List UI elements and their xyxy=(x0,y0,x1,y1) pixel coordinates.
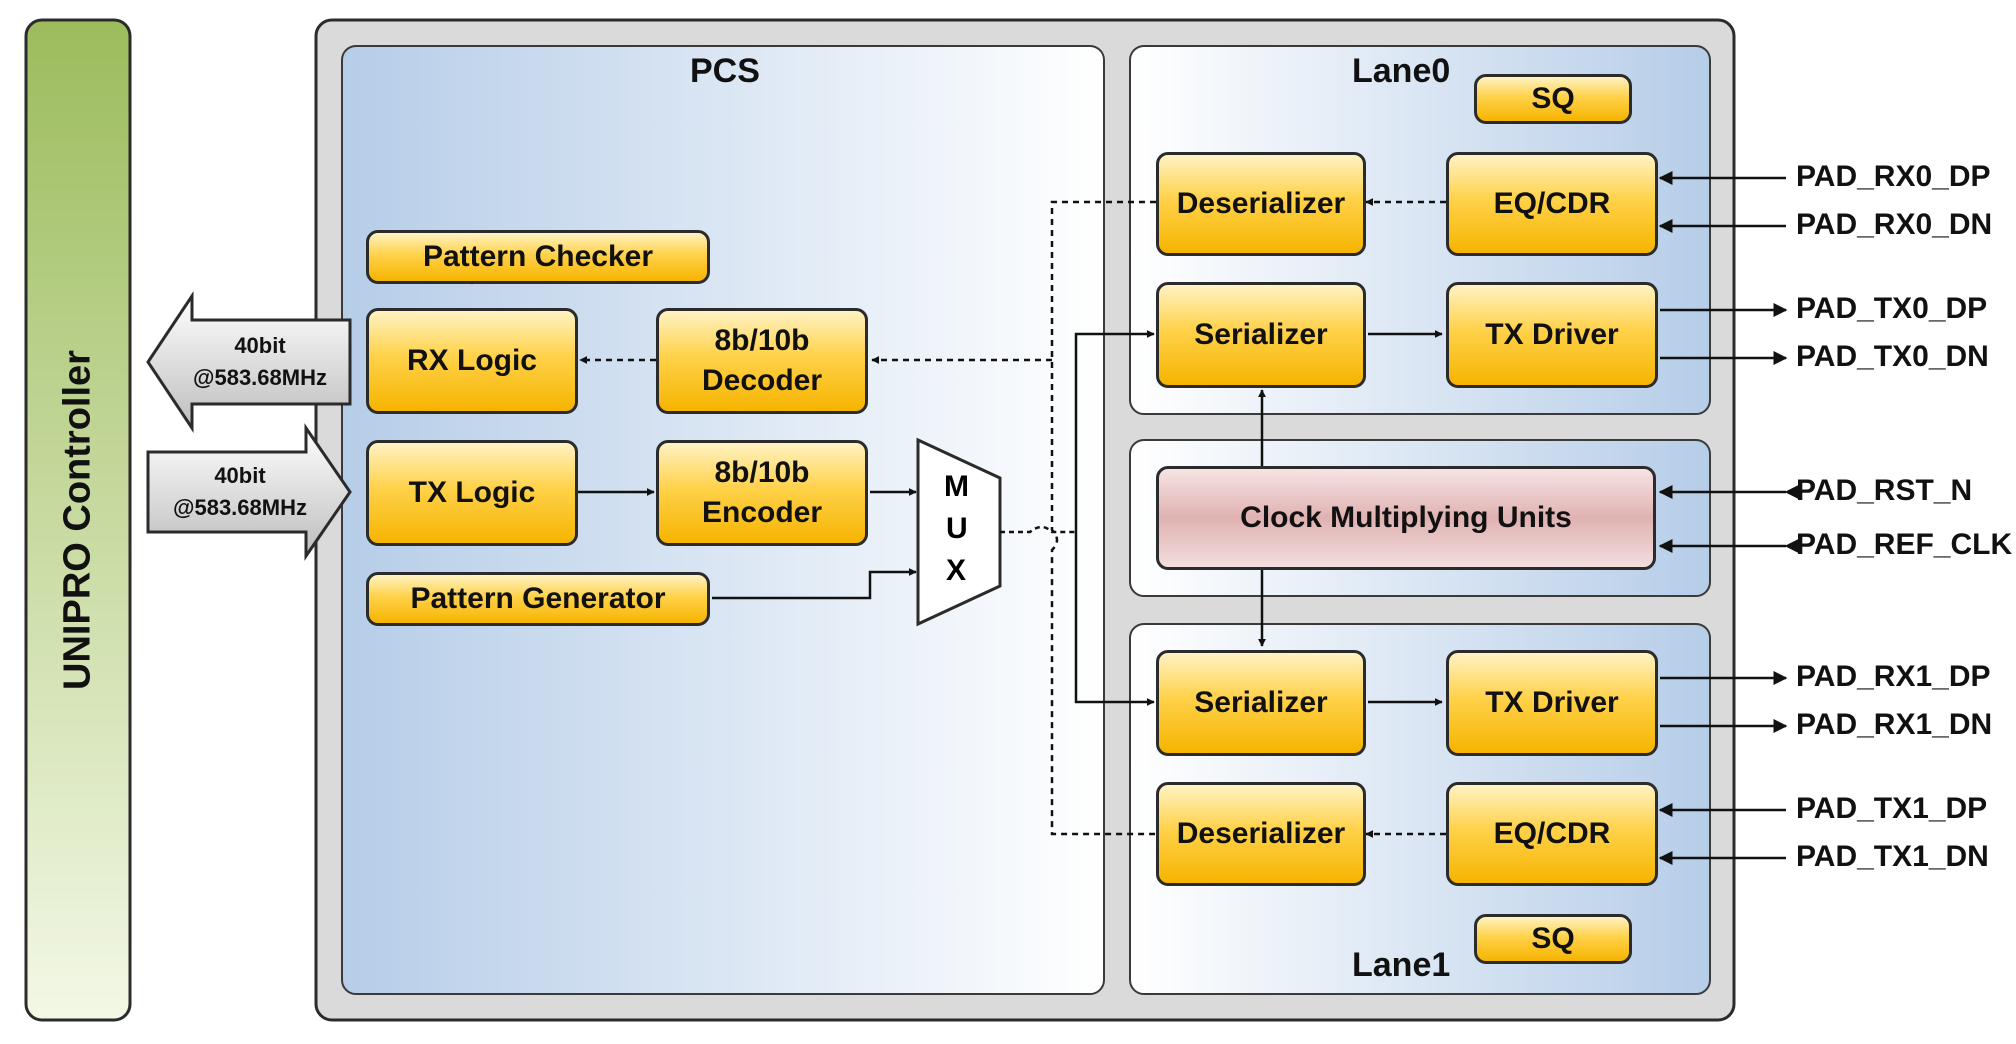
mux-letter-x: X xyxy=(946,554,967,587)
txdriver1-block: TX Driver xyxy=(1446,650,1658,756)
rx-path-lane0 xyxy=(1050,200,1156,836)
sq1-block: SQ xyxy=(1474,914,1632,964)
cmu-block: Clock Multiplying Units xyxy=(1156,466,1656,570)
mux-letter-u: U xyxy=(946,512,968,545)
tx-logic-block: TX Logic xyxy=(366,440,578,546)
serializer1-block: Serializer xyxy=(1156,650,1366,756)
pad-tx1-dp: PAD_TX1_DP xyxy=(1796,792,1988,825)
pad-tx0-dp: PAD_TX0_DP xyxy=(1796,292,1988,325)
pad-rx0-dp: PAD_RX0_DP xyxy=(1796,160,1991,193)
pattern-generator-block: Pattern Generator xyxy=(366,572,710,626)
mux-shape xyxy=(916,437,1002,627)
serializer0-block: Serializer xyxy=(1156,282,1366,388)
lane0-title: Lane0 xyxy=(1352,52,1451,90)
tx-path-lane1 xyxy=(1074,532,1155,706)
lane1-title: Lane1 xyxy=(1352,946,1451,984)
rx-bus-label: 40bit @583.68MHz xyxy=(193,333,327,390)
tx-path-lane0 xyxy=(1074,330,1155,532)
decoder-block: 8b/10b Decoder xyxy=(656,308,868,414)
eqcdr0-block: EQ/CDR xyxy=(1446,152,1658,256)
mux-out-link xyxy=(1000,525,1076,534)
controller-bar xyxy=(24,18,132,1022)
pad-rx1-dn: PAD_RX1_DN xyxy=(1796,708,1993,741)
pad-tx1-dn: PAD_TX1_DN xyxy=(1796,840,1989,873)
patgen-to-mux xyxy=(712,568,917,600)
eqcdr1-block: EQ/CDR xyxy=(1446,782,1658,886)
tx-bus-label: 40bit @583.68MHz xyxy=(173,463,307,520)
pcs-title: PCS xyxy=(690,52,760,90)
encoder-block: 8b/10b Encoder xyxy=(656,440,868,546)
pad-tx0-dn: PAD_TX0_DN xyxy=(1796,340,1989,373)
pad-ref-clk: PAD_REF_CLK xyxy=(1796,528,2013,561)
pad-rst-n: PAD_RST_N xyxy=(1796,474,1973,507)
pad-rx1-dp: PAD_RX1_DP xyxy=(1796,660,1991,693)
tx-bus-arrow xyxy=(146,423,352,561)
mux-letter-m: M xyxy=(944,470,969,503)
deserializer1-block: Deserializer xyxy=(1156,782,1366,886)
sq0-block: SQ xyxy=(1474,74,1632,124)
pattern-checker-block: Pattern Checker xyxy=(366,230,710,284)
pad-rx0-dn: PAD_RX0_DN xyxy=(1796,208,1993,241)
txdriver0-block: TX Driver xyxy=(1446,282,1658,388)
controller-label: UNIPRO Controller xyxy=(56,350,99,690)
deserializer0-block: Deserializer xyxy=(1156,152,1366,256)
rx-logic-block: RX Logic xyxy=(366,308,578,414)
rx-bus-arrow xyxy=(146,291,352,433)
